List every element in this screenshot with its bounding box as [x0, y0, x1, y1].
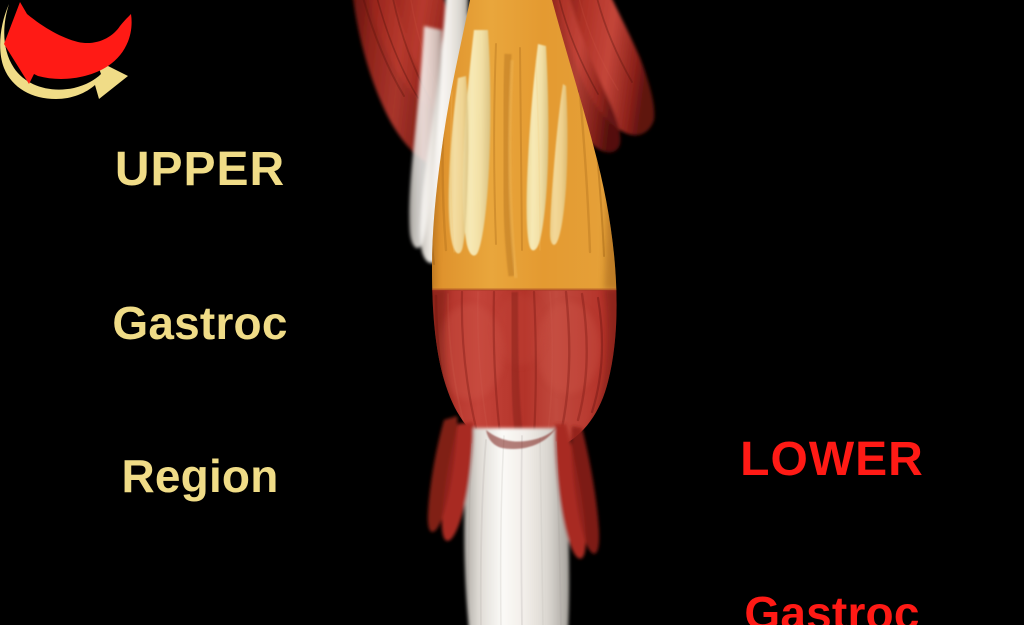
achilles-striations [467, 435, 562, 625]
lower-callout-line-1: LOWER [740, 432, 924, 486]
upper-callout-line-3: Region [121, 450, 279, 503]
lower-region-arrow [4, 2, 132, 84]
upper-muscle-striations [432, 43, 605, 265]
upper-tendon-streaks [448, 30, 568, 256]
upper-callout-line-1: UPPER [114, 142, 286, 196]
lower-callout-line-2: Gastroc [744, 587, 920, 625]
upper-gastroc-callout: UPPER Gastroc Region [0, 40, 400, 606]
musculotendinous-junction [486, 428, 556, 450]
lower-gastroc-callout: LOWER Gastroc Region [640, 330, 1024, 625]
upper-callout-line-2: Gastroc [112, 297, 288, 350]
achilles-tendon-group [427, 416, 600, 625]
region-divider-line [432, 288, 617, 291]
